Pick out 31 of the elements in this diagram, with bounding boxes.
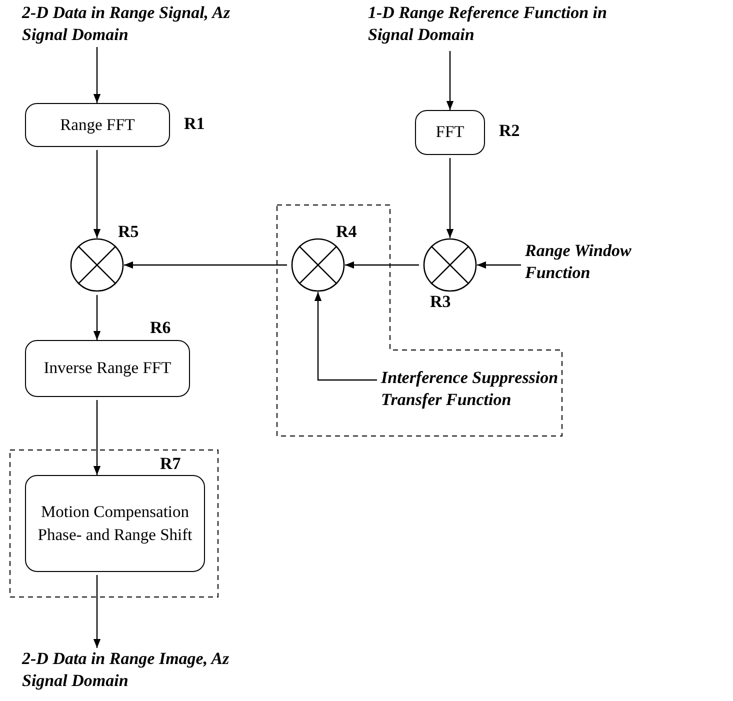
reference-label: R6 xyxy=(150,318,171,338)
arrow xyxy=(446,51,454,110)
arrow xyxy=(93,150,101,238)
process-box: Range FFT xyxy=(25,103,170,147)
input-output-label: Interference Suppression Transfer Function xyxy=(381,367,559,412)
reference-label: R5 xyxy=(118,222,139,242)
dashed-group-outline xyxy=(10,450,218,597)
input-output-label: 2-D Data in Range Image, Az Signal Domain xyxy=(22,648,230,692)
multiplier-symbol xyxy=(291,238,345,292)
multiplier-symbol xyxy=(423,238,477,292)
process-box: FFT xyxy=(415,110,485,155)
process-box: Inverse Range FFT xyxy=(25,340,190,397)
arrow xyxy=(93,575,101,648)
reference-label: R2 xyxy=(499,121,520,141)
arrow xyxy=(93,400,101,475)
reference-label: R1 xyxy=(184,114,205,134)
multiplier-symbol xyxy=(70,238,124,292)
reference-label: R3 xyxy=(430,292,451,312)
reference-label: R7 xyxy=(160,454,181,474)
arrow xyxy=(314,292,377,381)
input-output-label: Range Window Function xyxy=(525,240,632,284)
process-box: Motion Compensation Phase- and Range Shift xyxy=(25,475,205,572)
reference-label: R4 xyxy=(336,222,357,242)
input-output-label: 2-D Data in Range Signal, Az Signal Domain xyxy=(22,2,232,46)
arrow xyxy=(124,261,287,269)
arrow xyxy=(345,261,419,269)
arrow xyxy=(477,261,521,269)
arrow xyxy=(93,295,101,340)
input-output-label: 1-D Range Reference Function in Signal Domain xyxy=(368,2,608,46)
arrow xyxy=(446,158,454,238)
arrow xyxy=(93,47,101,103)
